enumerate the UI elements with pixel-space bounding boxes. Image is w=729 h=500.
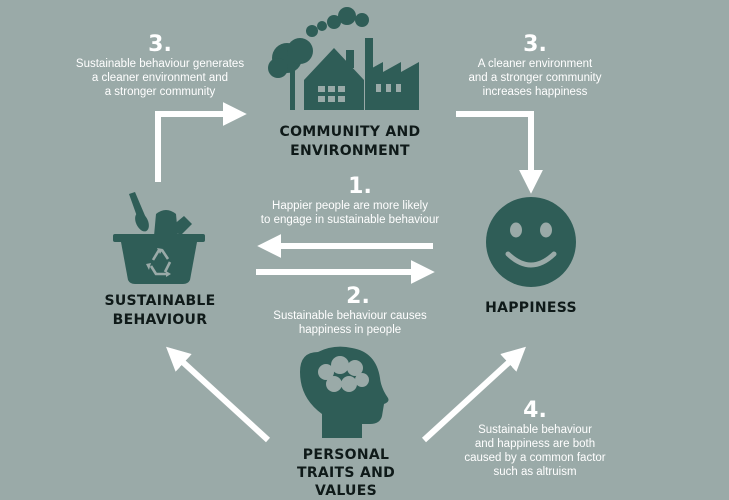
annotation-line: to engage in sustainable behaviour [260,214,440,226]
annotation-3-left-text: Sustainable behaviour generates a cleane… [55,57,265,99]
annotation-line: and a stronger community [468,72,602,84]
sustainable-label-line1: SUSTAINABLE [104,293,216,309]
personal-label-line1: PERSONAL [302,447,390,463]
happiness-label: HAPPINESS [461,299,601,318]
annotation-4-number: 4. [523,398,547,423]
community-label-line2: ENVIRONMENT [290,143,410,159]
arrow-personal-to-sustainable [166,346,271,443]
sustainable-label-line2: BEHAVIOUR [112,312,208,328]
arrow-sustainable-to-community [155,102,247,182]
annotation-2-text: Sustainable behaviour causes happiness i… [240,309,460,337]
annotation-line: such as altruism [493,466,577,478]
annotation-line: a stronger community [104,86,216,98]
annotation-line: Sustainable behaviour [478,424,592,436]
annotation-line: increases happiness [482,86,588,98]
annotation-line: a cleaner environment and [91,72,229,84]
annotation-1-text: Happier people are more likely to engage… [235,199,465,227]
personal-label-line2: TRAITS AND [296,465,396,481]
annotation-line: Happier people are more likely [272,200,428,212]
annotation-3-right: 3. A cleaner environment and a stronger … [430,32,640,99]
house-windows [318,84,401,102]
sustainable-behaviour-label: SUSTAINABLE BEHAVIOUR [80,292,240,330]
community-label-line1: COMMUNITY AND [279,124,421,140]
personal-label-line3: VALUES [315,483,377,499]
factory-house-trees-icon [268,7,419,110]
recycling-basket-icon [113,192,205,284]
annotation-3-right-text: A cleaner environment and a stronger com… [430,57,640,99]
annotation-line: caused by a common factor [464,452,606,464]
personal-traits-label: PERSONAL TRAITS AND VALUES [276,446,416,500]
annotation-3-right-number: 3. [523,32,547,57]
community-environment-label: COMMUNITY AND ENVIRONMENT [250,123,450,161]
smiley-face-icon [486,197,576,287]
annotation-line: Sustainable behaviour generates [75,58,245,70]
happiness-label-line1: HAPPINESS [485,300,577,316]
annotation-2: 2. Sustainable behaviour causes happines… [240,284,460,337]
annotation-line: Sustainable behaviour causes [273,310,427,322]
annotation-4-text: Sustainable behaviour and happiness are … [450,423,620,479]
annotation-3-left-number: 3. [148,32,172,57]
annotation-2-number: 2. [346,284,370,309]
annotation-line: happiness in people [298,324,402,336]
arrow-community-to-happiness [456,111,543,194]
annotation-3-left: 3. Sustainable behaviour generates a cle… [55,32,285,99]
annotation-1-number: 1. [348,174,372,199]
annotation-line: A cleaner environment [477,58,593,70]
annotation-line: and happiness are both [474,438,596,450]
arrow-personal-to-happiness [421,346,526,443]
head-brain-icon [300,346,389,438]
annotation-4: 4. Sustainable behaviour and happiness a… [450,398,620,479]
annotation-1: 1. Happier people are more likely to eng… [235,174,465,227]
